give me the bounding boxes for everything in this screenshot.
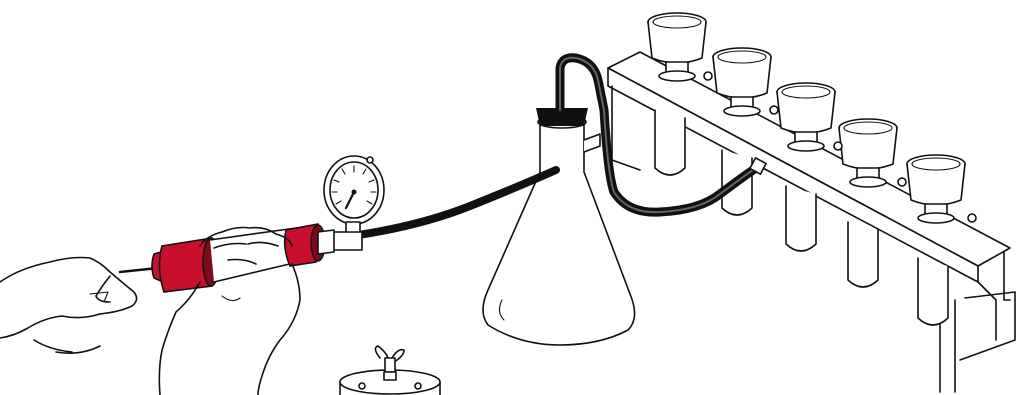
collection-tube [655,110,685,175]
hand-vacuum-pump [120,224,334,292]
collection-tube [786,186,816,251]
wing-nut-lid [340,346,440,395]
collection-tube [918,258,948,325]
collection-tube [848,222,878,287]
